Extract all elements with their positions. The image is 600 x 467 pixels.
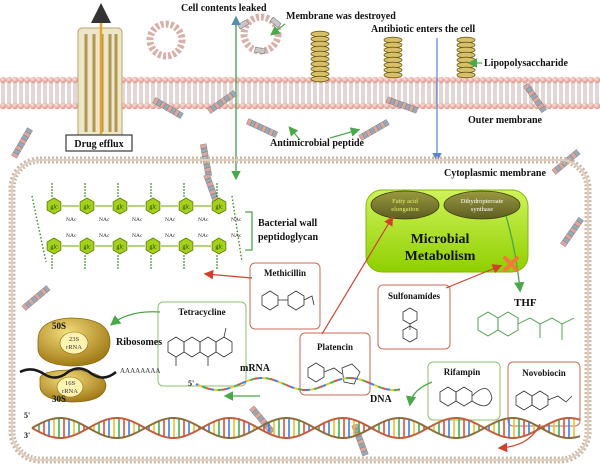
tetracycline-structure-icon [167,327,233,366]
16s-label-1: 16S [65,380,76,387]
rifampin-label: Rifampin [444,367,481,377]
mrna-5prime-label: 5' [188,379,194,388]
antimicrobial-peptide-label: Antimicrobial peptide [270,138,365,149]
antibiotic-enters-label: Antibiotic enters the cell [371,24,475,35]
bacterial-wall-label-2: peptidoglycan [258,232,318,243]
svg-text:glc: glc [50,245,58,251]
metabolism-label-2: Metabolism [405,249,476,264]
svg-text:NAc: NAc [132,217,143,223]
inhibition-cross-icon [503,256,519,272]
svg-text:glc: glc [116,245,124,251]
svg-text:glc: glc [149,245,157,251]
fatty-acid-label-2: elongation [391,206,419,213]
dna-5prime-label: 5' [24,411,30,420]
poly-a-label: AAAAAAAA [120,367,160,375]
svg-text:glc: glc [182,205,190,211]
svg-text:NAc: NAc [231,217,242,223]
methicillin-structure-icon [261,290,315,311]
rifampin-structure-icon [439,386,493,407]
platencin-box [299,332,371,396]
ribosomes-label: Ribosomes [116,337,162,348]
mrna-strand [195,377,401,391]
methicillin-box [249,262,321,330]
svg-text:glc: glc [116,205,124,211]
svg-text:NAc: NAc [66,217,77,223]
svg-text:glc: glc [83,245,91,251]
svg-text:NAc: NAc [231,233,242,239]
svg-text:glc: glc [215,205,223,211]
fatty-acid-enzyme [370,190,440,220]
dhps-enzyme [443,190,521,220]
ribosome-icon [19,317,117,403]
mrna-label: mRNA [240,363,271,374]
sulfonamides-box [377,284,451,350]
thf-label: THF [514,297,537,309]
novobiocin-label: Novobiocin [522,368,566,378]
svg-text:NAc: NAc [198,217,209,223]
metabolism-label-1: Microbial [411,232,470,247]
svg-text:NAc: NAc [165,217,176,223]
dna-label: DNA [370,394,392,405]
dhps-label-1: Dihydropteroate [461,198,504,205]
svg-text:NAc: NAc [132,233,143,239]
cytoplasmic-membrane-label: Cytoplasmic membrane [444,168,546,179]
dna-3prime-label: 3' [24,431,30,440]
tetracycline-label: Tetracycline [178,307,225,317]
fatty-acid-label-1: Fatty acid [392,198,419,205]
outer-membrane-label: Outer membrane [468,115,543,126]
svg-text:NAc: NAc [66,233,77,239]
thf-structure-icon [477,311,575,340]
svg-text:glc: glc [182,245,190,251]
lipopolysaccharide-coils [310,30,476,83]
svg-text:NAc: NAc [99,233,110,239]
50s-label: 50S [52,321,66,331]
efflux-pump-icon [77,3,123,139]
sulfonamides-label: Sulfonamides [388,291,441,301]
23s-label-1: 23S [69,336,80,343]
30s-label: 30S [52,394,66,404]
svg-text:NAc: NAc [165,233,176,239]
lipopolysaccharide-label: Lipopolysaccharide [484,58,568,69]
svg-text:NAc: NAc [198,233,209,239]
leaking-pore-icon [146,20,186,60]
16s-label-2: rRNA [62,388,78,395]
membrane-destroyed-label: Membrane was destroyed [286,11,396,22]
novobiocin-structure-icon [515,390,573,411]
destroyed-membrane-icon [237,13,282,55]
dhps-label-2: synthase [471,206,494,213]
bacterial-wall-label-1: Bacterial wall [258,218,317,229]
antimicrobial-peptide-icons [11,82,584,457]
dna-helix [31,417,581,439]
platencin-label: Platencin [317,342,353,352]
sulfonamides-structure-icon [402,307,418,343]
svg-text:glc: glc [83,205,91,211]
svg-text:glc: glc [149,205,157,211]
cell-contents-leaked-label: Cell contents leaked [181,3,267,14]
svg-text:glc: glc [50,205,58,211]
drug-efflux-box [65,134,133,152]
drug-efflux-label: Drug efflux [74,139,123,150]
svg-text:glc: glc [215,245,223,251]
23s-label-2: rRNA [66,344,82,351]
svg-text:NAc: NAc [99,217,110,223]
peptidoglycan-lattice: glcNAcglcNAcglcNAcglcNAcglcNAcglcNAcglcN… [31,183,243,269]
methicillin-label: Methicillin [264,268,306,278]
